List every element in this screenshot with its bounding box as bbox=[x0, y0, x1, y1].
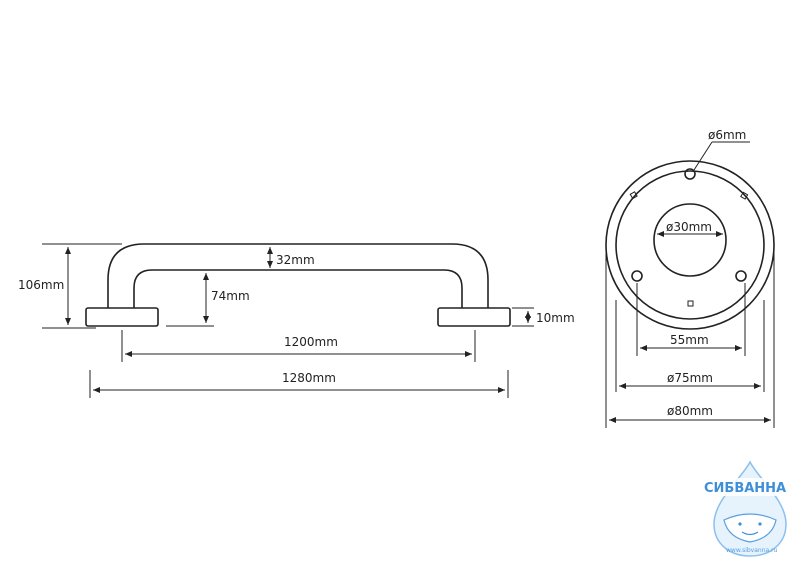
screw-hole-left bbox=[631, 270, 643, 282]
hole-label: ø6mm bbox=[708, 128, 746, 142]
notch-left bbox=[629, 191, 638, 200]
brand-name: СИБВАННА bbox=[704, 481, 786, 496]
handle-tube-outer bbox=[107, 243, 489, 308]
base-height-label: 10mm bbox=[536, 311, 575, 325]
bathtub-icon bbox=[723, 513, 777, 543]
inner-circle bbox=[615, 170, 765, 320]
brand-logo: СИБВАННА www.sibvanna.ru bbox=[700, 460, 800, 557]
inner-diameter-label: ø75mm bbox=[667, 371, 713, 385]
center-hole bbox=[653, 203, 727, 277]
brand-url: www.sibvanna.ru bbox=[726, 547, 778, 554]
screw-hole-top bbox=[684, 168, 696, 180]
center-distance-label: 1200mm bbox=[284, 335, 338, 349]
notch-bottom bbox=[687, 300, 694, 307]
gap-label: 32mm bbox=[276, 253, 315, 267]
notch-right bbox=[740, 191, 749, 200]
outer-diameter-label: ø80mm bbox=[667, 404, 713, 418]
base-plate-right bbox=[437, 307, 511, 327]
inner-height-label: 74mm bbox=[211, 289, 250, 303]
hole-leader bbox=[693, 141, 713, 171]
front-view: ø6mm ø30mm 55mm ø75mm ø80mm bbox=[605, 128, 775, 428]
side-view: 106mm 32mm 74mm 10mm 1200mm 1280mm bbox=[18, 243, 575, 398]
height-label: 106mm bbox=[18, 278, 64, 292]
total-length-label: 1280mm bbox=[282, 371, 336, 385]
screw-hole-right bbox=[735, 270, 747, 282]
outer-circle bbox=[605, 160, 775, 330]
base-plate-left bbox=[85, 307, 159, 327]
screw-spacing-label: 55mm bbox=[670, 333, 709, 347]
inner-hole-label: ø30mm bbox=[666, 220, 712, 234]
handle-tube-inner bbox=[133, 269, 463, 308]
